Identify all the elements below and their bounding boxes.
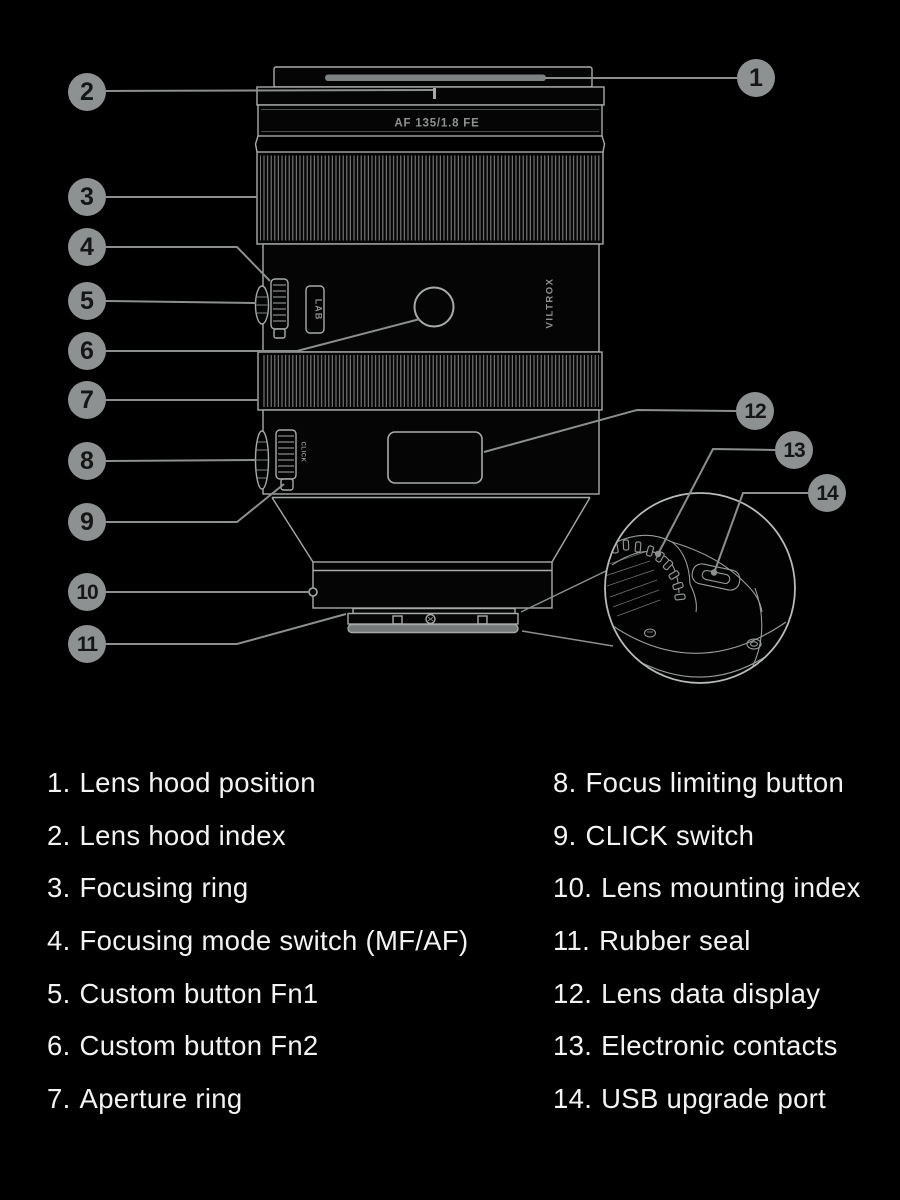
legend-item-1: 1.Lens hood position bbox=[47, 757, 468, 810]
callout-badge-4: 4 bbox=[68, 228, 106, 266]
contact-band-outer bbox=[606, 534, 691, 585]
mount-screws bbox=[643, 628, 762, 650]
legend-item-5: 5.Custom button Fn1 bbox=[47, 967, 468, 1020]
callout-badge-5: 5 bbox=[68, 282, 106, 320]
legend-label: Lens hood index bbox=[79, 819, 286, 851]
knurl-texture bbox=[606, 551, 661, 617]
callout-badge-11: 11 bbox=[68, 625, 106, 663]
legend-number: 8. bbox=[553, 767, 577, 799]
legend-item-14: 14.USB upgrade port bbox=[553, 1073, 861, 1126]
click-switch bbox=[275, 429, 297, 491]
legend-label: Focusing ring bbox=[79, 872, 249, 904]
contact-band-inner bbox=[611, 551, 680, 594]
callout-badge-3: 3 bbox=[68, 178, 106, 216]
leader-12 bbox=[483, 408, 737, 453]
leader-8 bbox=[105, 459, 257, 462]
legend-number: 14. bbox=[553, 1082, 593, 1114]
legend-item-2: 2.Lens hood index bbox=[47, 810, 468, 863]
magnifier-leader-lines bbox=[520, 569, 614, 647]
legend-item-4: 4.Focusing mode switch (MF/AF) bbox=[47, 915, 468, 968]
legend-number: 9. bbox=[553, 819, 577, 851]
callout-badge-9: 9 bbox=[68, 503, 106, 541]
lab-logo-plate bbox=[305, 285, 325, 334]
legend-number: 12. bbox=[553, 977, 593, 1009]
lens-body bbox=[254, 66, 606, 634]
legend-label: Custom button Fn2 bbox=[79, 1030, 319, 1062]
callout-badge-7: 7 bbox=[68, 381, 106, 419]
legend-number: 1. bbox=[47, 767, 71, 799]
mount-section bbox=[308, 561, 553, 634]
legend-label: Rubber seal bbox=[599, 925, 751, 957]
legend-item-8: 8.Focus limiting button bbox=[553, 757, 861, 810]
lab-logo-print: LAB bbox=[314, 299, 324, 321]
legend-item-3: 3.Focusing ring bbox=[47, 862, 468, 915]
legend-item-11: 11.Rubber seal bbox=[553, 915, 861, 968]
lens-data-display bbox=[387, 431, 483, 484]
legend-label: Aperture ring bbox=[79, 1082, 243, 1114]
mount-screw-icon bbox=[425, 613, 436, 625]
legend-label: Custom button Fn1 bbox=[79, 977, 319, 1009]
legend-label: Focusing mode switch (MF/AF) bbox=[79, 925, 469, 957]
legend-item-6: 6.Custom button Fn2 bbox=[47, 1020, 468, 1073]
lens-model-print: AF 135/1.8 FE bbox=[394, 118, 479, 130]
mount-detail-magnifier bbox=[520, 492, 796, 684]
detail-circle bbox=[604, 492, 796, 684]
legend-number: 2. bbox=[47, 819, 71, 851]
legend-item-10: 10.Lens mounting index bbox=[553, 862, 861, 915]
leader-6 bbox=[106, 318, 421, 352]
leader-9 bbox=[106, 483, 285, 523]
legend-label: Focus limiting button bbox=[585, 767, 845, 799]
rubber-seal bbox=[347, 623, 519, 634]
leader-13 bbox=[657, 447, 776, 555]
legend-label: Lens data display bbox=[601, 977, 821, 1009]
legend-column-right: 8.Focus limiting button 9.CLICK switch 1… bbox=[553, 757, 861, 1125]
legend-item-9: 9.CLICK switch bbox=[553, 810, 861, 863]
leader-2 bbox=[105, 89, 434, 92]
legend-number: 5. bbox=[47, 977, 71, 1009]
leader-5 bbox=[105, 300, 257, 304]
legend-label: Electronic contacts bbox=[601, 1030, 838, 1062]
callout-badge-1: 1 bbox=[737, 59, 775, 97]
lower-body bbox=[262, 409, 600, 495]
legend-label: USB upgrade port bbox=[601, 1082, 827, 1114]
leader-11 bbox=[106, 613, 347, 645]
callout-badge-14: 14 bbox=[808, 474, 846, 512]
custom-button-fn2 bbox=[413, 286, 455, 328]
callout-badge-10: 10 bbox=[68, 573, 106, 611]
legend-label: Lens hood position bbox=[79, 767, 316, 799]
custom-button-fn1 bbox=[254, 285, 270, 325]
callout-badge-2: 2 bbox=[68, 73, 106, 111]
callout-badge-13: 13 bbox=[775, 431, 813, 469]
legend-item-13: 13.Electronic contacts bbox=[553, 1020, 861, 1073]
legend-label: CLICK switch bbox=[585, 819, 755, 851]
lens-illustration: AF 135/1.8 FE VILTROX LAB CLICK bbox=[105, 66, 808, 684]
lens-mounting-index-dot bbox=[308, 587, 318, 597]
legend-item-7: 7.Aperture ring bbox=[47, 1073, 468, 1126]
legend-number: 10. bbox=[553, 872, 593, 904]
callout-badge-8: 8 bbox=[68, 442, 106, 480]
focusing-mode-switch bbox=[270, 278, 289, 339]
legend-column-left: 1.Lens hood position 2.Lens hood index 3… bbox=[47, 757, 468, 1125]
brand-print: VILTROX bbox=[545, 278, 556, 329]
aperture-ring bbox=[257, 351, 603, 411]
focusing-ring bbox=[256, 151, 604, 245]
focus-limiting-button bbox=[254, 430, 270, 490]
click-switch-print: CLICK bbox=[300, 442, 306, 463]
legend-number: 7. bbox=[47, 1082, 71, 1114]
legend-item-12: 12.Lens data display bbox=[553, 967, 861, 1020]
legend-number: 3. bbox=[47, 872, 71, 904]
legend-number: 13. bbox=[553, 1030, 593, 1062]
legend-label: Lens mounting index bbox=[601, 872, 861, 904]
leader-14 bbox=[713, 492, 808, 574]
callout-badge-6: 6 bbox=[68, 332, 106, 370]
name-ring bbox=[257, 104, 603, 137]
legend-number: 4. bbox=[47, 925, 71, 957]
legend-number: 6. bbox=[47, 1030, 71, 1062]
callout-leader-lines bbox=[105, 77, 808, 645]
callout-badge-12: 12 bbox=[736, 392, 774, 430]
leader-4 bbox=[106, 246, 271, 282]
lens-hood-position-mark bbox=[325, 74, 546, 81]
legend-number: 11. bbox=[553, 925, 591, 957]
